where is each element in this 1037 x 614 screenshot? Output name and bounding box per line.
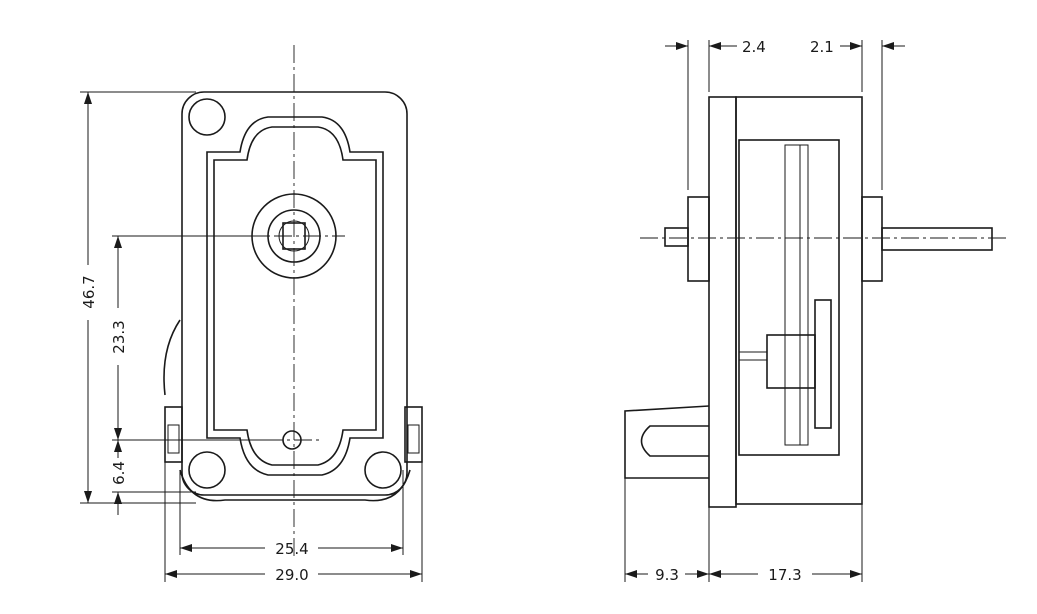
front-dimensions: 46.7 23.3 6.4 25.4 29.0 (80, 91, 423, 584)
front-boss-inner (213, 126, 377, 466)
side-right-flange (861, 196, 883, 282)
side-mounting-tab (624, 405, 710, 479)
side-right-shaft (881, 227, 993, 251)
side-tab-slot (640, 425, 709, 457)
dim-side-right-shaft: 2.1 (810, 38, 834, 56)
dim-front-shaft-to-pin: 23.3 (110, 320, 128, 353)
front-hole-top-left (188, 98, 226, 136)
dim-front-hole-spacing: 25.4 (275, 540, 308, 558)
dim-side-body-depth: 17.3 (768, 566, 801, 584)
front-right-tab (404, 406, 423, 463)
front-plate (181, 91, 408, 496)
side-gear-plate-b (799, 144, 809, 446)
dim-front-pin-to-base: 6.4 (110, 461, 128, 485)
front-right-tab-inner (407, 424, 420, 454)
side-housing (735, 96, 863, 505)
side-dimensions: 2.4 2.1 9.3 17.3 (624, 38, 905, 584)
side-inner-cavity (738, 139, 840, 456)
front-view (163, 45, 423, 560)
front-motor-bulge (163, 319, 181, 396)
side-left-shaft (664, 227, 689, 247)
front-hole-bottom-left (188, 451, 226, 489)
side-gear-disc (814, 299, 832, 429)
dim-side-left-shaft: 2.4 (742, 38, 766, 56)
side-front-plate (708, 96, 737, 508)
front-hole-bottom-right (364, 451, 402, 489)
front-boss-outer (206, 116, 384, 476)
side-view (624, 96, 1010, 508)
dim-front-width: 29.0 (275, 566, 308, 584)
side-gear-plate-a (784, 144, 801, 446)
dim-front-height: 46.7 (80, 275, 98, 308)
dim-side-tab-depth: 9.3 (655, 566, 679, 584)
front-left-tab-inner (167, 424, 180, 454)
side-left-flange (687, 196, 710, 282)
